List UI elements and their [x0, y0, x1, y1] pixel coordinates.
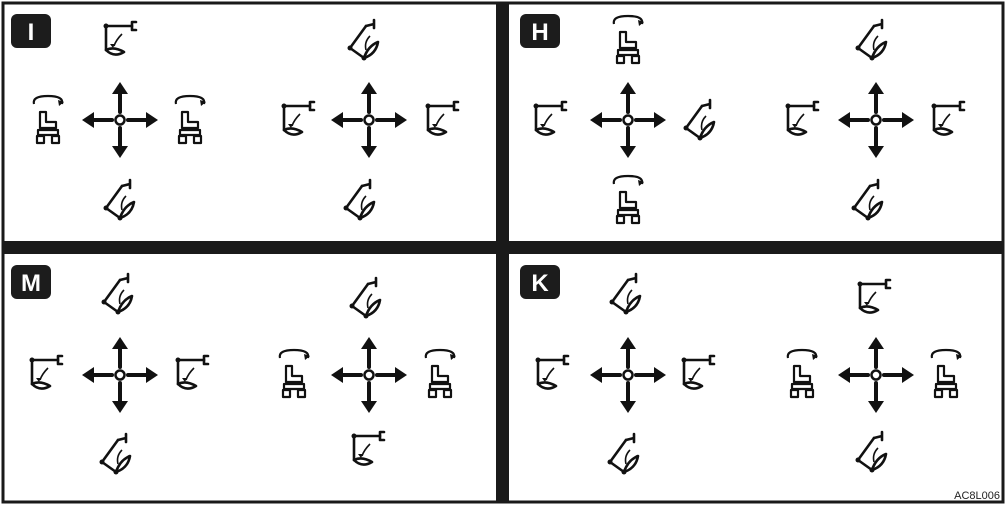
boom-icon: [682, 98, 716, 142]
arm-icon: [680, 354, 716, 390]
arm-icon: [856, 278, 892, 314]
panel-label-box: [11, 265, 51, 299]
joystick-arrow-icon: [329, 80, 409, 160]
horizontal-divider: [3, 241, 1003, 254]
panel-label: M: [21, 270, 41, 297]
panel-M: M: [11, 265, 458, 476]
seat-swing-icon: [612, 174, 646, 225]
boom-icon: [346, 18, 380, 62]
panel-label: I: [28, 19, 35, 46]
panel-label-box: [520, 14, 560, 48]
seat-swing-icon: [424, 348, 458, 399]
seat-swing-icon: [278, 348, 312, 399]
arm-icon: [102, 20, 138, 56]
arm-icon: [424, 100, 460, 136]
arm-icon: [350, 430, 386, 466]
arm-icon: [784, 100, 820, 136]
panel-K: K: [520, 265, 964, 476]
arm-icon: [930, 100, 966, 136]
seat-swing-icon: [930, 348, 964, 399]
panel-I: I: [11, 14, 460, 222]
seat-swing-icon: [786, 348, 820, 399]
boom-icon: [348, 276, 382, 320]
panel-label: K: [531, 270, 549, 297]
seat-swing-icon: [612, 14, 646, 65]
panel-label-box: [520, 265, 560, 299]
joystick-arrow-icon: [80, 335, 160, 415]
panel-H: H: [520, 14, 966, 225]
boom-icon: [850, 178, 884, 222]
boom-icon: [100, 272, 134, 316]
boom-icon: [102, 178, 136, 222]
panel-label-box: [11, 14, 51, 48]
joystick-arrow-icon: [588, 80, 668, 160]
boom-icon: [854, 18, 888, 62]
arm-icon: [280, 100, 316, 136]
panel-label: H: [531, 19, 548, 46]
arm-icon: [28, 354, 64, 390]
joystick-arrow-icon: [836, 335, 916, 415]
arm-icon: [534, 354, 570, 390]
arm-icon: [174, 354, 210, 390]
seat-swing-icon: [174, 94, 208, 145]
joystick-arrow-icon: [836, 80, 916, 160]
boom-icon: [854, 430, 888, 474]
boom-icon: [342, 178, 376, 222]
arm-icon: [532, 100, 568, 136]
joystick-arrow-icon: [80, 80, 160, 160]
boom-icon: [606, 432, 640, 476]
seat-swing-icon: [32, 94, 66, 145]
boom-icon: [98, 432, 132, 476]
boom-icon: [608, 272, 642, 316]
joystick-arrow-icon: [329, 335, 409, 415]
joystick-arrow-icon: [588, 335, 668, 415]
figure-code: AC8L006: [954, 490, 1000, 502]
